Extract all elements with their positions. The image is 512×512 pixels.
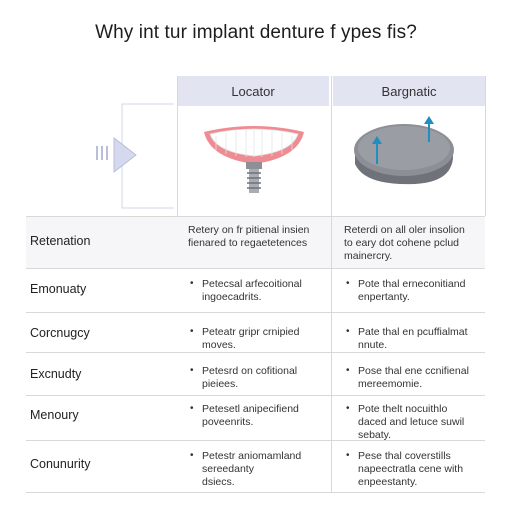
cell-line: sereedanty	[202, 463, 254, 475]
column-header-label: Bargnatic	[381, 83, 437, 99]
denture-icon	[204, 126, 304, 193]
up-arrow-icon	[372, 136, 382, 164]
row-label-conunurity: Conunurity	[30, 457, 91, 471]
cell-line: Petesetl anipecifiend	[202, 403, 299, 415]
bar-cell: Pese thal coverstills napeectratla cene …	[358, 450, 463, 489]
row-label-corcnugcy: Corcnugcy	[30, 326, 90, 340]
row-label-emonuaty: Emonuaty	[30, 282, 87, 296]
bullet: •	[190, 450, 194, 461]
cell-line: Pate thal en pcuffialmat	[358, 326, 468, 338]
bullet: •	[346, 365, 350, 376]
cell-line: fienared to regaetetences	[188, 237, 308, 249]
bullet: •	[346, 403, 350, 414]
bullet: •	[346, 450, 350, 461]
cell-line: enpeestanty.	[358, 476, 418, 488]
bullet: •	[346, 278, 350, 289]
column-divider	[331, 76, 332, 216]
cell-line: ingoecadrits.	[202, 291, 262, 303]
cell-line: Petecsal arfecoitional	[202, 278, 302, 290]
locator-cell: Petestr aniomamland sereedanty dsiecs.	[202, 450, 301, 489]
column-header-label: Locator	[231, 83, 275, 99]
page-title: Why int tur implant denture f ypes fis?	[95, 22, 417, 43]
column-divider	[177, 76, 178, 216]
locator-cell: Petesetl anipecifiend poveenrits.	[202, 403, 299, 429]
bullet: •	[190, 403, 194, 414]
bullet: •	[190, 326, 194, 337]
cell-line: moves.	[202, 339, 236, 351]
bullet: •	[190, 365, 194, 376]
cell-line: poveenrits.	[202, 416, 254, 428]
bar-cell: Pote thelt nocuithlo daced and letuce su…	[358, 403, 464, 442]
cell-line: napeectratla cene with	[358, 463, 464, 475]
row-divider	[26, 395, 485, 396]
cell-line: dsiecs.	[202, 476, 235, 488]
cell-line: Petesrd on cofitional	[202, 365, 298, 377]
bullet: •	[346, 326, 350, 337]
disk-magnet-icon	[354, 116, 454, 185]
column-divider	[485, 76, 486, 216]
row-label-retention: Retenation	[30, 234, 91, 248]
row-label-menoury: Menoury	[30, 408, 79, 422]
cell-line: mainercry.	[344, 250, 393, 262]
cell-line: nnute.	[358, 339, 388, 351]
bar-cell: Pose thal ene ccnifienal mereemomie.	[358, 365, 469, 391]
cell-line: Pose thal ene ccnifienal	[358, 365, 469, 377]
row-label-excnudty: Excnudty	[30, 367, 82, 381]
bullet: •	[190, 278, 194, 289]
row-divider	[26, 268, 485, 269]
cell-line: pieiees.	[202, 378, 239, 390]
row-divider	[26, 312, 485, 313]
locator-cell: Petesrd on cofitional pieiees.	[202, 365, 297, 391]
row-divider	[26, 216, 485, 217]
cell-line: Pese thal coverstills	[358, 450, 451, 462]
locator-cell: Petecsal arfecoitional ingoecadrits.	[202, 278, 302, 304]
row-background	[26, 216, 485, 268]
bar-cell: Reterdi on all oler insolion to eary dot…	[344, 224, 465, 263]
arrow-indicator-icon	[96, 103, 174, 209]
cell-line: enpertanty.	[358, 291, 410, 303]
cell-line: Peteatr gripr crnipied	[202, 326, 300, 338]
cell-line: Pote thelt nocuithlo	[358, 403, 448, 415]
row-divider	[26, 492, 485, 493]
cell-line: Pote thal erneconitiand	[358, 278, 466, 290]
bar-cell: Pote thal erneconitiand enpertanty.	[358, 278, 465, 304]
cell-line: daced and letuce suwil	[358, 416, 465, 428]
cell-line: sebaty.	[358, 429, 392, 441]
column-header-locator: Locator	[177, 76, 329, 106]
bar-cell: Pate thal en pcuffialmat nnute.	[358, 326, 468, 352]
locator-cell: Peteatr gripr crnipied moves.	[202, 326, 299, 352]
cell-line: Petestr aniomamland	[202, 450, 302, 462]
cell-line: to eary dot cohene pclud	[344, 237, 459, 249]
row-divider	[26, 352, 485, 353]
up-arrow-icon	[424, 116, 434, 142]
cell-line: mereemomie.	[358, 378, 423, 390]
cell-line: Reterdi on all oler insolion	[344, 224, 465, 236]
cell-line: Retery on fr pitienal insien	[188, 224, 310, 236]
locator-cell: Retery on fr pitienal insien fienared to…	[188, 224, 309, 250]
column-divider	[331, 216, 332, 492]
row-divider	[26, 440, 485, 441]
column-header-bargnatic: Bargnatic	[333, 76, 485, 106]
